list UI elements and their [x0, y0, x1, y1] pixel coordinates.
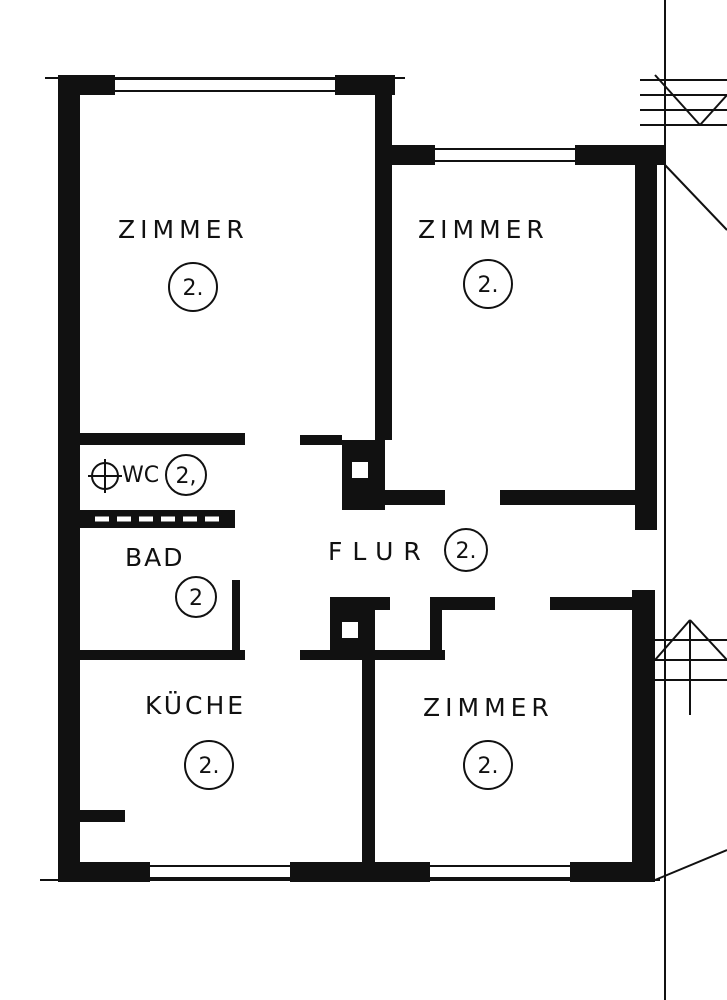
- room-label: FLUR: [328, 537, 431, 566]
- room-number: 2.: [183, 276, 204, 301]
- room-label: KÜCHE: [145, 691, 246, 720]
- walls: [58, 75, 665, 882]
- room-label: WC: [122, 463, 159, 488]
- stairs: [640, 0, 727, 1000]
- room-number: 2.: [478, 754, 499, 779]
- room-flur: FLUR 2.: [328, 528, 488, 572]
- room-bad: BAD 2: [125, 543, 217, 618]
- room-zimmer-top-left: ZIMMER 2.: [118, 215, 249, 312]
- room-zimmer-top-right: ZIMMER 2.: [418, 215, 549, 309]
- wc-toilet-icon: [88, 459, 122, 493]
- room-number: 2,: [176, 464, 197, 489]
- room-number: 2.: [199, 754, 220, 779]
- room-zimmer-bottom-right: ZIMMER 2.: [423, 693, 554, 790]
- room-label: ZIMMER: [418, 215, 549, 244]
- room-number: 2.: [478, 273, 499, 298]
- room-label: ZIMMER: [118, 215, 249, 244]
- room-label: BAD: [125, 543, 185, 572]
- room-wc: WC 2,: [122, 454, 207, 496]
- room-kueche: KÜCHE 2.: [145, 691, 246, 790]
- room-label: ZIMMER: [423, 693, 554, 722]
- room-number: 2: [189, 586, 203, 611]
- windows: [40, 77, 660, 881]
- room-number: 2.: [456, 539, 477, 564]
